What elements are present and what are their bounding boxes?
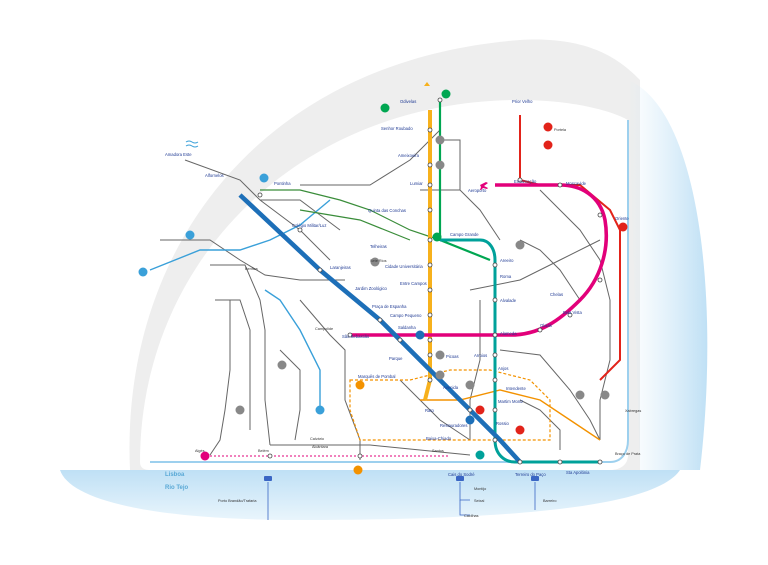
- station-label: Alvalade: [500, 298, 517, 303]
- station-label: Terreiro do Paço: [515, 472, 546, 477]
- station-label: Encarnação: [514, 179, 537, 184]
- station-label: Telheiras: [370, 244, 387, 249]
- line-orange-dashed: [349, 369, 551, 441]
- ferry-label: Porto Brandão/Trafaria: [218, 499, 257, 503]
- station-label: Xabregas: [625, 409, 641, 413]
- station-label: Colégio Militar/Luz: [292, 223, 326, 228]
- station-label: Cais do Sodré: [448, 472, 475, 477]
- station-label: Rato: [425, 408, 435, 413]
- station-label: Pontinha: [274, 181, 291, 186]
- station-label: Algés: [195, 449, 205, 453]
- ferry-terminal-icons: [264, 476, 539, 481]
- station-label: Braço de Prata: [615, 452, 641, 456]
- station-label: Baixa-Chiado: [426, 436, 452, 441]
- station-label: Bela Vista: [563, 310, 582, 315]
- station-label: Praça de Espanha: [372, 304, 407, 309]
- station-label: Sete Rios: [370, 259, 387, 263]
- station-label: Avenida: [443, 385, 459, 390]
- ferry-label: Montijo: [474, 487, 486, 491]
- station-label: Picoas: [446, 354, 459, 359]
- station-label: Martim Moniz: [498, 399, 523, 404]
- station-label: Alcântara: [312, 445, 329, 449]
- station-label: Portela: [554, 128, 567, 132]
- station-label: Arroios: [474, 353, 487, 358]
- station-label: Areeiro: [500, 258, 514, 263]
- station-label: Laranjeiras: [330, 265, 351, 270]
- station-label: Oriente: [615, 216, 629, 221]
- city-area: [140, 100, 628, 470]
- station-label: Lumiar: [410, 181, 423, 186]
- station-label: Senhor Roubado: [381, 126, 413, 131]
- line-light-blue: [149, 199, 331, 410]
- station-label: Moscavide: [566, 181, 587, 186]
- station-label: Restauradores: [440, 423, 467, 428]
- station-label: Entre Campos: [400, 281, 427, 286]
- station-label: Chelas: [550, 292, 563, 297]
- station-label: Belém: [258, 449, 269, 453]
- station-label: Quinta das Conchas: [368, 208, 406, 213]
- station-label: Olaias: [540, 323, 552, 328]
- ferry-label: Cacilhas: [464, 514, 479, 518]
- ferry-label: Barreiro: [543, 499, 557, 503]
- line-orange: [420, 389, 601, 441]
- river-label-rio-tejo: Rio Tejo: [165, 485, 189, 491]
- river-coast: [150, 120, 629, 463]
- river-bottom: [60, 470, 680, 520]
- direction-icon: [424, 82, 430, 86]
- station-label: Campo Pequeno: [390, 313, 422, 318]
- line-teal: [440, 238, 600, 464]
- station-label: Campolide: [315, 327, 333, 331]
- station-label: Aeroporto: [468, 188, 487, 193]
- station-label: Benfica: [245, 267, 259, 271]
- station-label: Santos: [432, 449, 444, 453]
- interchange-badges: [138, 89, 628, 475]
- station-label: Rossio: [496, 421, 509, 426]
- station-label: Sta Apolónia: [566, 470, 590, 475]
- station-labels: Odivelas Pontinha Prior Velho Portela Mo…: [165, 99, 641, 477]
- station-label: Odivelas: [400, 99, 416, 104]
- station-label: Calvário: [310, 437, 324, 441]
- station-label: Parque: [389, 356, 403, 361]
- station-label: Marquês de Pombal: [358, 374, 396, 379]
- line-magenta: [350, 183, 609, 337]
- station-label: Intendente: [506, 386, 526, 391]
- station-label: Roma: [500, 274, 512, 279]
- station-label: Saldanha: [398, 325, 416, 330]
- station-markers: [257, 97, 603, 465]
- line-dark-green: [260, 189, 441, 241]
- sea-right-glow: [628, 80, 708, 470]
- station-label: Anjos: [498, 366, 508, 371]
- station-label: Alameda: [500, 331, 517, 336]
- station-label: Ameixoeira: [398, 153, 420, 158]
- ferry-label: Seixal: [474, 499, 484, 503]
- station-label: Prior Velho: [512, 99, 533, 104]
- station-label: Campo Grande: [450, 232, 479, 237]
- station-label: Amadora Este: [165, 152, 192, 157]
- station-label: Jardim Zoológico: [355, 286, 388, 291]
- station-label: São Sebastião: [342, 334, 370, 339]
- airplane-icon: [480, 182, 488, 190]
- waves-icon: [185, 140, 199, 148]
- station-label: Cidade Universitária: [385, 264, 423, 269]
- river-label-lisboa: Lisboa: [165, 472, 185, 478]
- ferry-routes: [267, 482, 536, 520]
- station-label: Alfornelos: [205, 173, 224, 178]
